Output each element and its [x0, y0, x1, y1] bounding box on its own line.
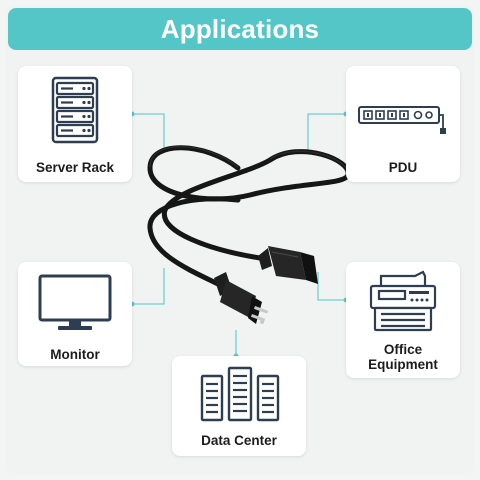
pdu-icon	[358, 106, 446, 134]
label-data-center: Data Center	[201, 433, 277, 448]
monitor-icon	[38, 274, 112, 330]
card-monitor: Monitor	[18, 262, 132, 366]
label-server-rack: Server Rack	[35, 160, 115, 175]
title-banner: Applications	[8, 8, 472, 50]
card-pdu: PDU	[346, 66, 460, 182]
label-monitor: Monitor	[50, 347, 100, 362]
server-rack-icon	[51, 76, 99, 144]
card-server-rack: Server Rack	[18, 66, 132, 182]
card-data-center: Data Center	[172, 356, 306, 456]
data-center-icon	[200, 366, 280, 422]
office-printer-icon	[369, 270, 437, 332]
nema-plug-shape	[214, 272, 269, 324]
c13-connector-shape	[258, 246, 318, 284]
label-pdu: PDU	[388, 160, 418, 175]
page-title: Applications	[160, 13, 320, 44]
